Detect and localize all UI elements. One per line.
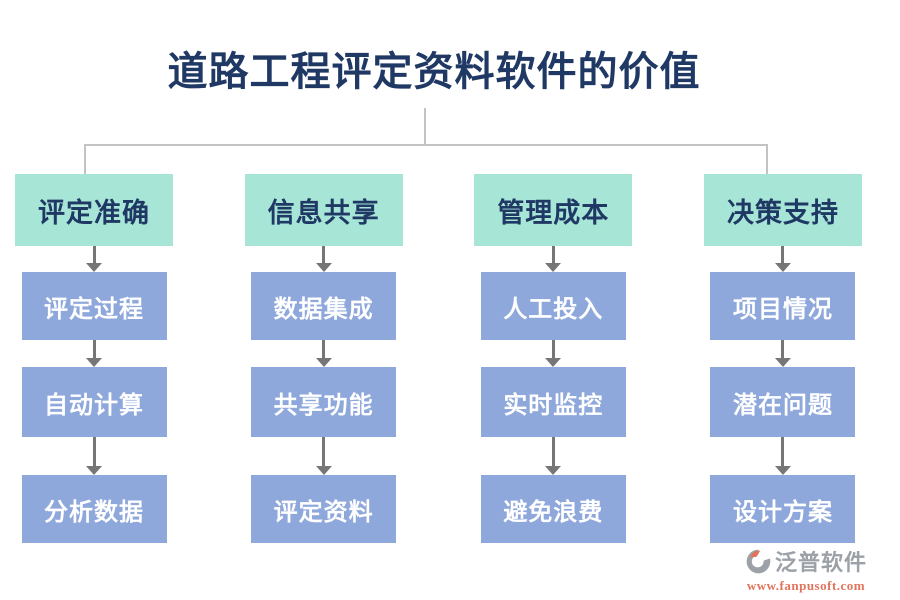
connector-horizontal-line <box>84 144 768 146</box>
arrow-down-icon <box>774 246 792 272</box>
column-decision-support-item-2: 潜在问题 <box>710 367 856 437</box>
brand-url: www.fanpusoft.com <box>746 578 866 593</box>
column-accuracy-item-1: 评定过程 <box>21 272 167 340</box>
arrow-down-icon <box>315 437 333 475</box>
column-decision-support-header: 决策支持 <box>703 174 862 246</box>
brand-name: 泛普软件 <box>774 550 867 575</box>
column-management-cost: 管理成本 人工投入 实时监控 避免浪费 <box>473 174 633 543</box>
column-management-cost-item-3: 避免浪费 <box>480 475 626 543</box>
connector-title-stub-line <box>424 108 426 145</box>
arrow-down-icon <box>544 340 562 367</box>
arrow-down-icon <box>85 246 103 272</box>
connector-right-drop-line <box>766 146 768 174</box>
arrow-down-icon <box>85 340 103 367</box>
arrow-down-icon <box>774 340 792 367</box>
column-accuracy-item-2: 自动计算 <box>21 367 167 437</box>
column-decision-support-item-3: 设计方案 <box>710 475 856 543</box>
arrow-down-icon <box>85 437 103 475</box>
column-accuracy-item-3: 分析数据 <box>21 475 167 543</box>
arrow-down-icon <box>544 246 562 272</box>
column-management-cost-item-2: 实时监控 <box>480 367 626 437</box>
connector-left-drop-line <box>84 146 86 174</box>
column-accuracy: 评定准确 评定过程 自动计算 分析数据 <box>14 174 174 543</box>
diagram-columns: 评定准确 评定过程 自动计算 分析数据 信息共享 数据集成 共享功能 评定资料 … <box>14 174 863 543</box>
column-info-sharing-item-1: 数据集成 <box>251 272 397 340</box>
logo-swirl-icon <box>746 549 771 573</box>
brand-watermark: 泛普软件 www.fanpusoft.com <box>726 545 886 594</box>
column-decision-support: 决策支持 项目情况 潜在问题 设计方案 <box>703 174 863 543</box>
column-info-sharing-item-2: 共享功能 <box>251 367 397 437</box>
column-info-sharing: 信息共享 数据集成 共享功能 评定资料 <box>244 174 404 543</box>
arrow-down-icon <box>315 340 333 367</box>
arrow-down-icon <box>315 246 333 272</box>
column-accuracy-header: 评定准确 <box>15 174 173 246</box>
column-info-sharing-item-3: 评定资料 <box>251 475 397 543</box>
diagram-title: 道路工程评定资料软件的价值 <box>167 49 701 94</box>
column-info-sharing-header: 信息共享 <box>244 174 403 246</box>
arrow-down-icon <box>774 437 792 475</box>
column-management-cost-header: 管理成本 <box>474 174 633 246</box>
column-management-cost-item-1: 人工投入 <box>480 272 626 340</box>
arrow-down-icon <box>544 437 562 475</box>
column-decision-support-item-1: 项目情况 <box>710 272 856 340</box>
